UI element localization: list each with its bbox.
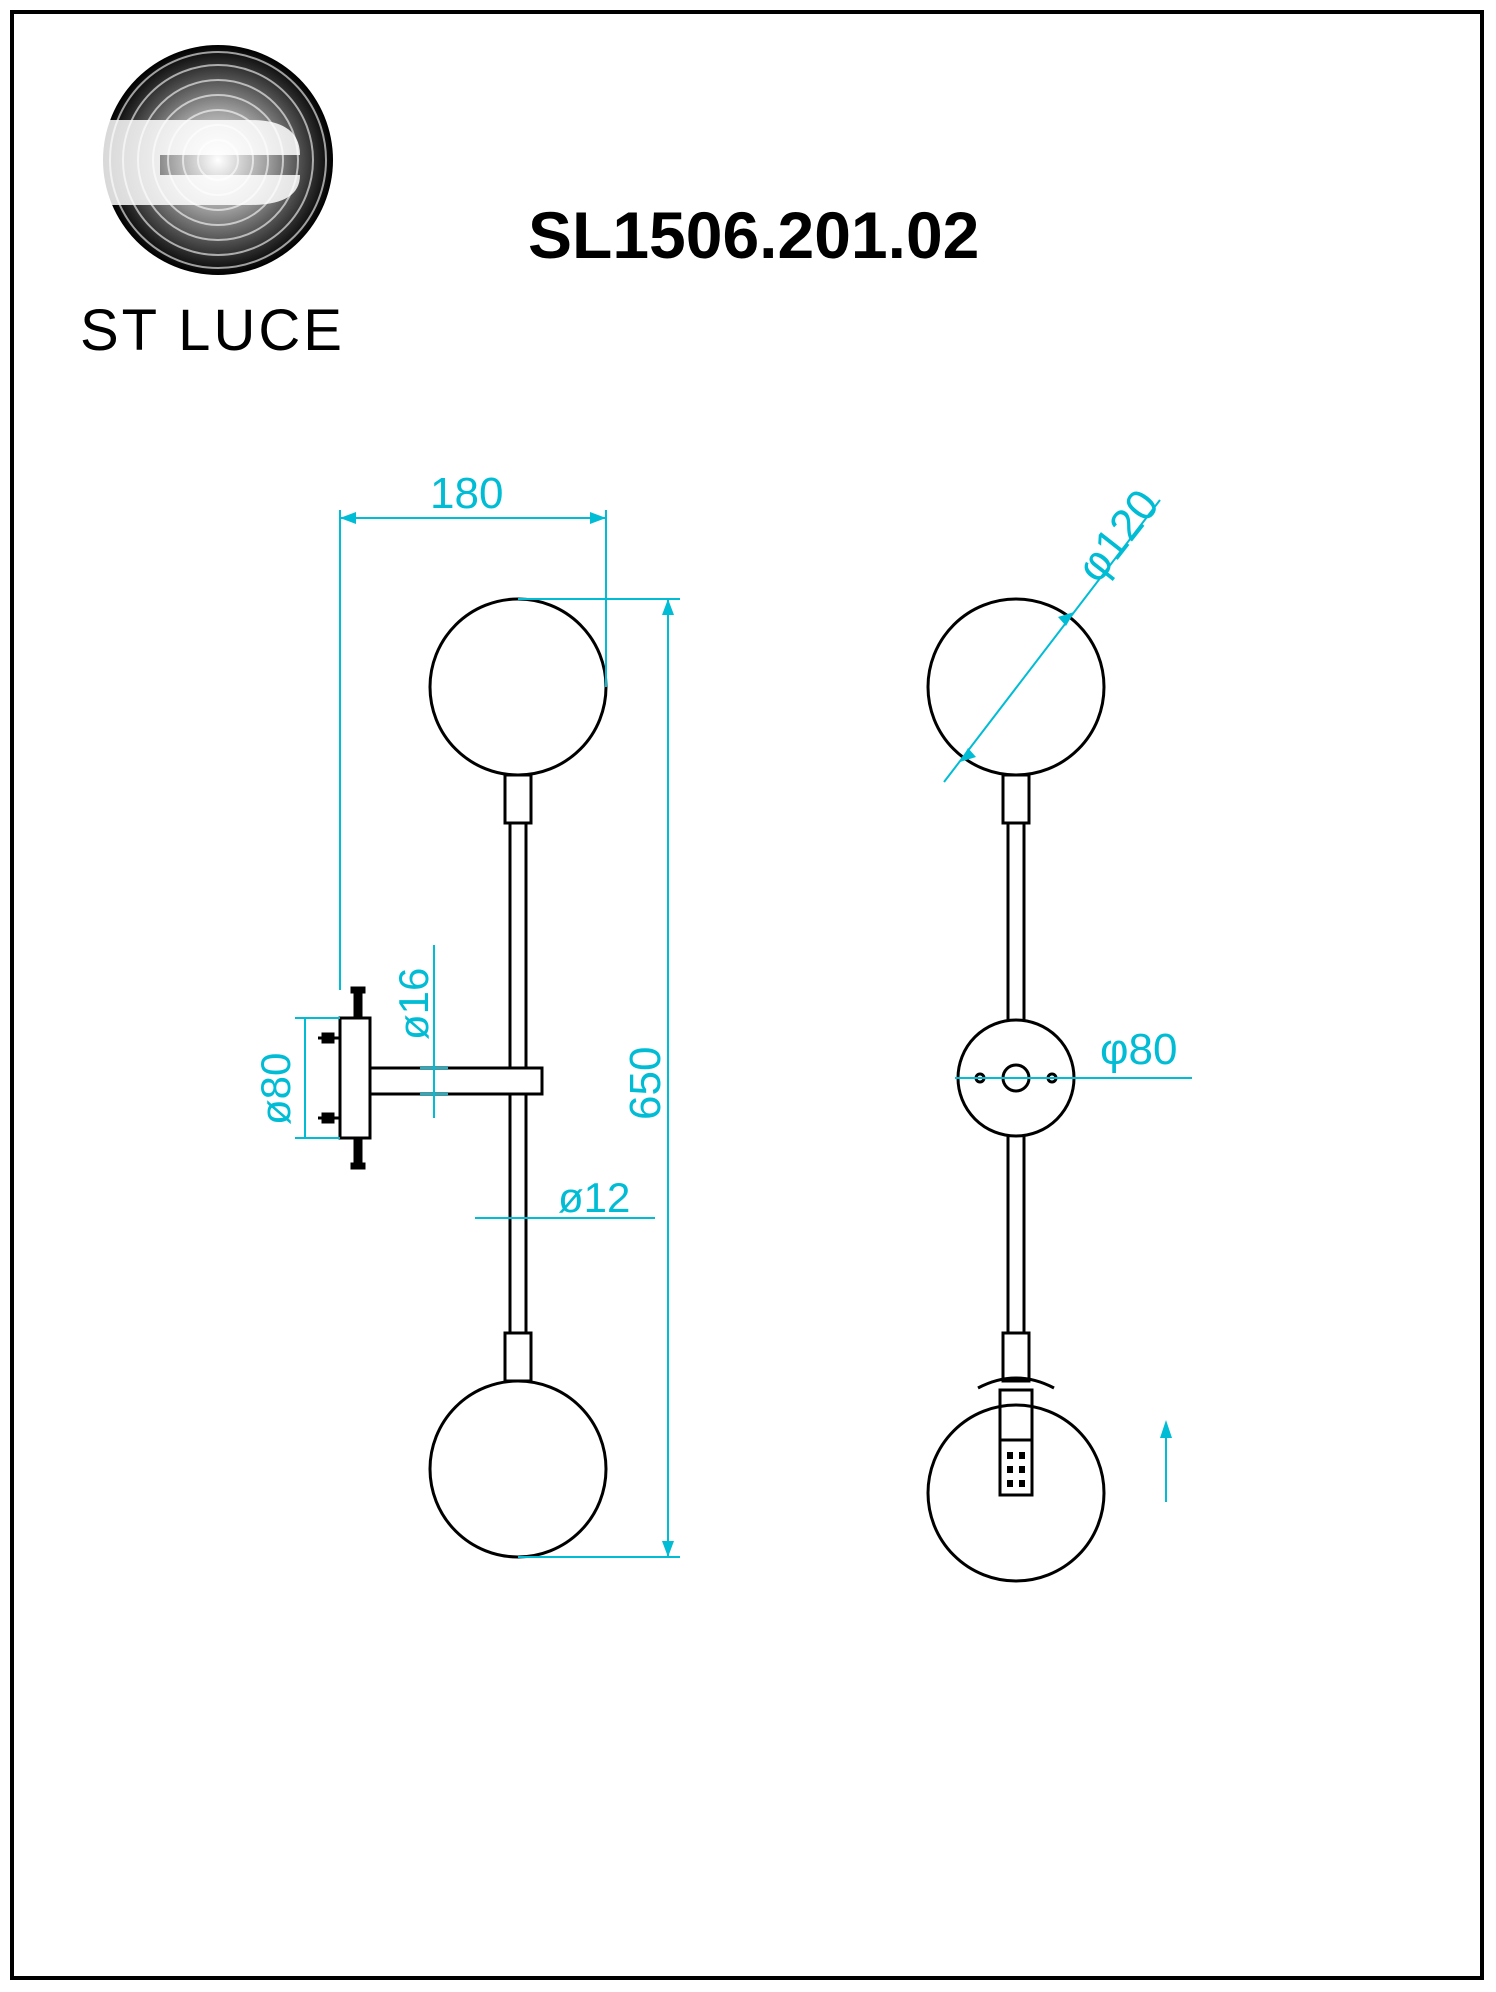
- front-dimension-arrows: [960, 612, 1172, 1438]
- model-title: SL1506.201.02: [528, 198, 979, 272]
- front-view: [926, 597, 1106, 1583]
- bulb-cap-front: [977, 1376, 1055, 1390]
- side-view: [318, 597, 608, 1559]
- bulb-front: [998, 1438, 1034, 1497]
- side-dimension-arrows: [340, 512, 674, 1557]
- bottom-socket-side: [503, 1331, 533, 1383]
- width-label: 180: [430, 469, 503, 518]
- height-label: 650: [621, 1047, 670, 1120]
- screw-bottom: [353, 1136, 363, 1168]
- side-dimensions: [295, 510, 680, 1558]
- shade-diameter-label: φ120: [1067, 481, 1168, 592]
- arm-diameter-label: ø16: [390, 968, 437, 1040]
- front-dimensions: [943, 499, 1192, 1502]
- shade-diameter-line: [943, 499, 1161, 783]
- bottom-socket-front: [1001, 1331, 1031, 1383]
- arm-side: [368, 1066, 544, 1096]
- bottom-globe-front: [926, 1403, 1106, 1583]
- drawing-frame: [10, 10, 1484, 1980]
- bottom-globe-side: [428, 1379, 608, 1559]
- base-diameter-side-label: ø80: [252, 1053, 299, 1125]
- screw-top: [353, 988, 363, 1020]
- wall-plate-side: [338, 1016, 372, 1140]
- brand-logo-icon: [100, 45, 333, 275]
- rod-diameter-label: ø12: [558, 1174, 630, 1221]
- top-socket-side: [503, 773, 533, 825]
- brand-name: ST LUCE: [80, 298, 345, 363]
- base-diameter-front-label: φ80: [1100, 1025, 1177, 1074]
- top-globe-side: [428, 597, 608, 777]
- top-socket-front: [1001, 773, 1031, 825]
